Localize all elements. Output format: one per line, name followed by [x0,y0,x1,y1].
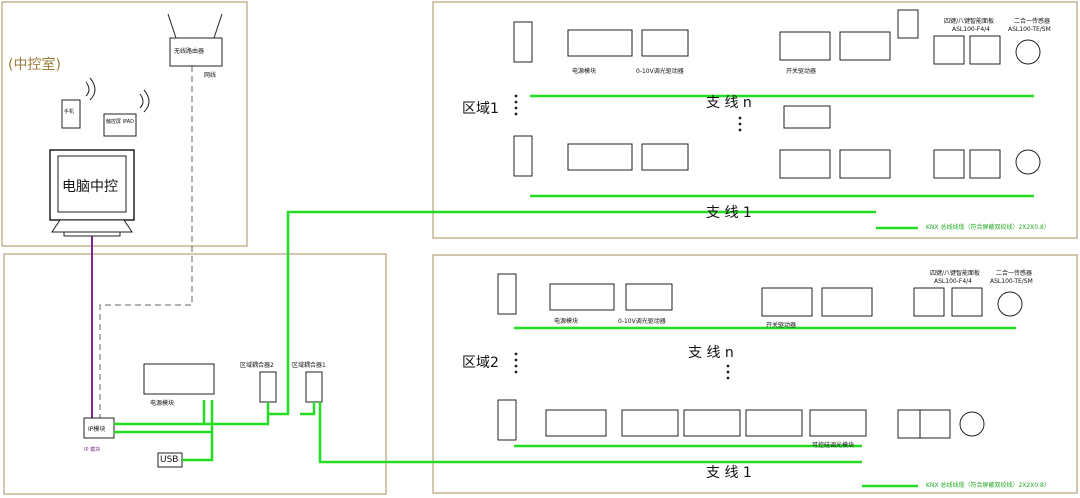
router-label: 无线路由器 [174,48,205,55]
zone1-cable-note: KNX 总线线缆（符合屏蔽双绞线）2X2X0.8） [926,224,1050,231]
zone2-sensor-label: 二合一传感器 [996,270,1033,277]
zone2-line-1-devices [497,399,985,441]
zone2-scene-label: 可控硅调光模块 [812,442,855,449]
tablet-icon [103,113,137,137]
coupler1-icon [305,371,323,403]
distribution-bus-lines [114,210,876,464]
zone1-line-1-devices [513,105,1041,179]
zone1-line-n-devices [513,9,1041,65]
continuation-dots [514,94,742,380]
zone2-bus-lines [514,326,1016,488]
network-dashed-line [99,66,193,418]
zone1-sensor-label: 二合一传感器 [1014,18,1051,25]
zone1-dimmer-label: 0-10V调光驱动器 [636,68,684,75]
zone1-sensor-model: ASL100-TE/SM [1008,26,1051,33]
zone1-line-1-label: 支 线 1 [706,205,752,221]
zone2-panel-model: ASL100-F4/4 [934,278,972,285]
tablet-label: 触控屏 IPAD [106,119,135,125]
distribution-frame [3,253,387,495]
router-icon [167,13,223,67]
ip-caption: IP 模块 [84,447,101,453]
zone2-line-n-devices [497,273,1023,317]
dist-power-module-icon [143,363,215,395]
zone1-panel-model: ASL100-F4/4 [952,26,990,33]
zone2-dimmer-label: 0-10V调光驱动器 [618,318,666,325]
ip-gateway-icon [83,417,115,439]
zone2-sensor-model: ASL100-TE/SM [990,278,1033,285]
zone1-bus-lines [530,94,1034,230]
pc-label: 电脑中控 [62,179,118,195]
monitor-icon [49,149,135,237]
phone-icon [61,99,81,129]
zone2-cable-note: KNX 总线线缆（符合屏蔽双绞线）2X2X0.8） [926,482,1050,489]
zone2-line-1-label: 支 线 1 [706,465,752,481]
zone2-label: 区域2 [462,355,499,371]
zone2-power-module-label: 电源模块 [554,318,579,325]
coupler2-icon [259,371,277,403]
zone1-label: 区域1 [462,101,499,117]
control-room-title: (中控室) [8,57,61,73]
coupler1-label: 区域耦合器1 [292,362,326,369]
usb-label: USB [160,455,179,465]
zone1-frame [432,1,1078,239]
zone1-power-module-label: 电源模块 [572,68,597,75]
phone-label: 手机 [64,109,75,115]
zone2-panel-label: 四键/八键智能面板 [930,270,981,277]
zone2-frame [432,254,1078,494]
wifi-signal-icons [85,77,150,113]
ip-gateway-label: IP模块 [88,426,106,433]
zone1-panel-label: 四键/八键智能面板 [944,18,995,25]
zone1-line-n-label: 支 线 n [706,95,752,111]
zone1-switch-label: 开关驱动器 [786,68,817,75]
control-room-frame [1,1,248,247]
zone2-switch-label: 开关驱动器 [766,322,797,329]
network-label: 网线 [204,72,217,79]
zone2-line-n-label: 支 线 n [688,345,734,361]
dist-power-module-label: 电源模块 [150,400,175,407]
coupler2-label: 区域耦合器2 [240,362,274,369]
